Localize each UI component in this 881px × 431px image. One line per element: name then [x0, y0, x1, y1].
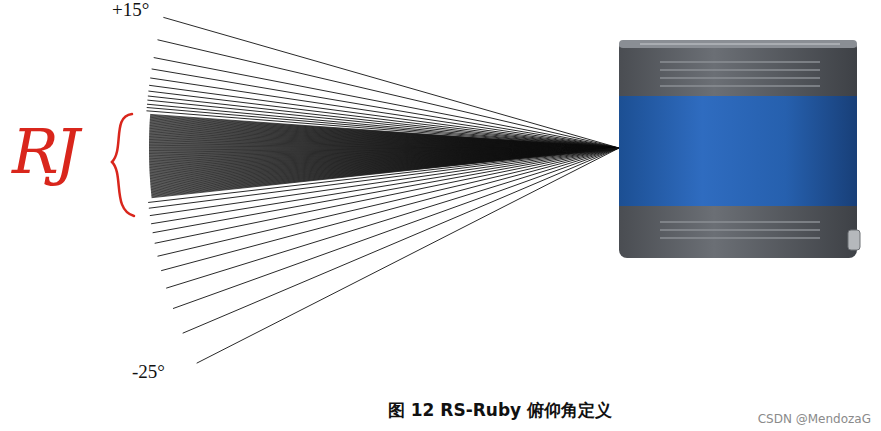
laser-beam [150, 122, 619, 148]
laser-beam [149, 140, 619, 148]
laser-beam [150, 120, 619, 148]
handwritten-note: RJ [12, 118, 76, 186]
laser-beam [149, 141, 619, 148]
laser-beam [149, 131, 619, 148]
figure-caption: 图 12 RS-Ruby 俯仰角定义 [388, 401, 612, 420]
laser-beam [173, 148, 619, 309]
lidar-sensor [619, 40, 860, 258]
laser-beam [151, 148, 619, 224]
laser-beam [147, 100, 619, 148]
laser-beam [149, 145, 619, 148]
laser-beam [149, 143, 619, 148]
laser-beam [149, 129, 619, 148]
laser-beam [149, 142, 619, 148]
laser-beam [197, 148, 619, 363]
laser-beam [150, 120, 619, 148]
laser-beam [150, 126, 619, 148]
laser-beam [150, 148, 619, 216]
laser-beam [149, 145, 619, 148]
sensor-highlight [640, 44, 840, 45]
laser-beam [150, 118, 619, 148]
laser-beam [150, 123, 619, 148]
laser-beam [149, 130, 619, 148]
sensor-window [619, 96, 857, 206]
laser-beam [149, 137, 619, 148]
laser-beam [149, 139, 619, 148]
laser-beam [150, 125, 619, 148]
laser-beam [150, 123, 619, 148]
laser-beam [149, 146, 619, 148]
laser-beam [149, 139, 619, 148]
laser-beam [148, 148, 619, 202]
laser-beam [148, 91, 619, 148]
laser-beam [149, 131, 619, 148]
angle-label: +15° [112, 0, 149, 21]
laser-beam [148, 96, 619, 148]
laser-beam [149, 132, 619, 148]
laser-beam [147, 104, 619, 148]
laser-beam [149, 136, 619, 148]
laser-beam [150, 125, 619, 148]
laser-beam [183, 148, 619, 333]
laser-beam [150, 121, 619, 148]
laser-beam [149, 134, 619, 148]
laser-beam [149, 133, 619, 148]
angle-label: -25° [132, 362, 165, 383]
laser-beams [146, 17, 619, 363]
laser-beam [146, 111, 619, 148]
cable-connector [848, 230, 860, 250]
laser-beam [147, 108, 619, 148]
laser-beam [149, 138, 619, 148]
laser-beam [149, 134, 619, 148]
laser-beam [155, 148, 619, 243]
laser-beam [149, 128, 619, 148]
laser-beam [149, 142, 619, 148]
laser-beam [150, 119, 619, 148]
laser-beam [166, 148, 619, 288]
handwritten-brace [112, 114, 134, 216]
laser-beam [152, 148, 619, 197]
sensor-top-rim [619, 40, 857, 48]
laser-beam [161, 148, 619, 271]
sensor-housing [619, 40, 857, 258]
laser-beam [150, 117, 619, 148]
laser-beam [158, 148, 619, 256]
laser-beam [150, 124, 619, 148]
cooling-ridges [660, 62, 820, 238]
laser-beam [149, 144, 619, 148]
laser-beam [149, 128, 619, 148]
watermark: CSDN @MendozaG [758, 413, 871, 426]
laser-beam [149, 135, 619, 148]
laser-beam [149, 127, 619, 148]
laser-beam [149, 137, 619, 148]
